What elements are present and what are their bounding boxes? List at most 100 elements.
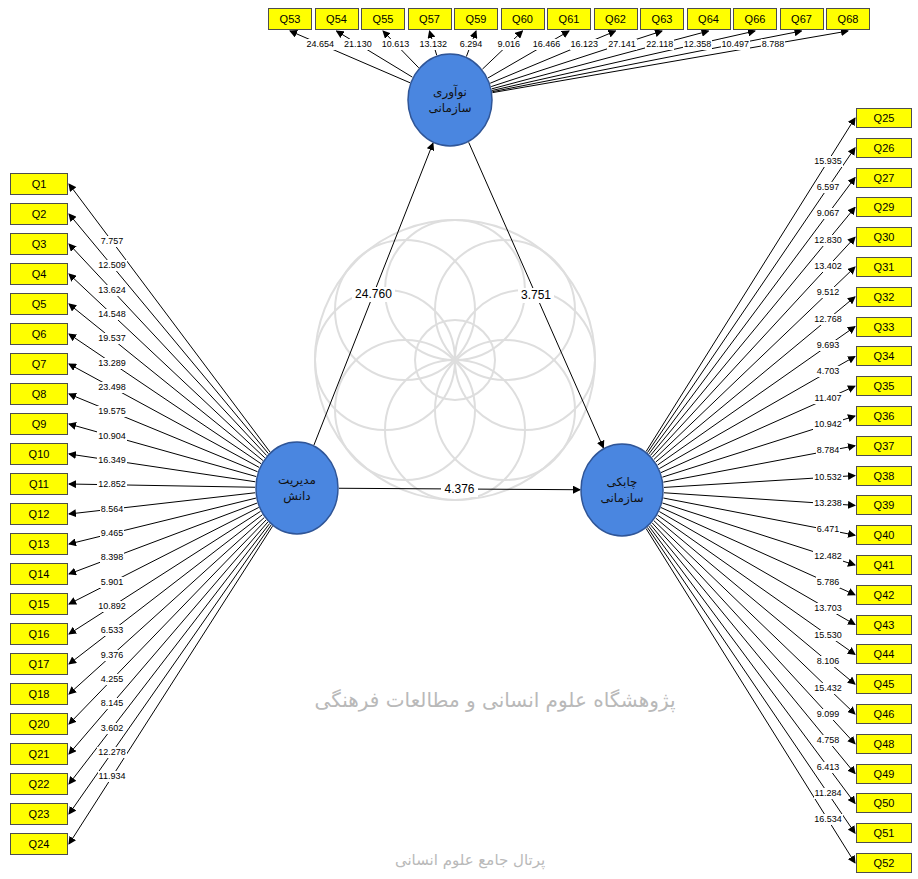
- loading-arrow: [658, 515, 855, 654]
- loading-arrow: [492, 31, 709, 89]
- item-code: Q33: [874, 321, 895, 333]
- latent-circle: نوآوری سازمانی: [407, 53, 493, 147]
- construct-name: مدیریت دانش: [268, 472, 326, 504]
- t-value: 6.597: [816, 182, 841, 193]
- indicator-box: Q10: [10, 443, 68, 465]
- indicator-box: Q35: [856, 376, 912, 396]
- item-code: Q64: [698, 13, 719, 25]
- t-value: 9.067: [816, 208, 841, 219]
- t-value: 3.602: [100, 723, 125, 734]
- loading-arrow: [656, 297, 855, 462]
- t-value: 8.564: [100, 504, 125, 515]
- t-value: 9.465: [100, 528, 125, 539]
- t-value: 5.786: [816, 577, 841, 588]
- t-value: 22.118: [645, 39, 674, 50]
- item-code: Q23: [29, 808, 50, 820]
- indicator-box: Q6: [10, 323, 68, 345]
- item-code: Q41: [874, 559, 895, 571]
- indicator-box: Q68: [826, 8, 870, 30]
- indicator-box: Q25: [856, 108, 912, 128]
- t-value: 9.099: [816, 709, 841, 720]
- t-value: 10.892: [97, 601, 127, 612]
- item-code: Q59: [466, 13, 487, 25]
- loading-arrow: [492, 31, 848, 93]
- t-value: 23.498: [97, 382, 127, 393]
- indicator-box: Q48: [856, 734, 912, 754]
- item-code: Q48: [874, 738, 895, 750]
- t-value: 19.537: [97, 333, 127, 344]
- item-code: Q12: [29, 508, 50, 520]
- loading-arrow: [482, 31, 522, 69]
- indicator-box: Q27: [856, 168, 912, 188]
- loading-arrow: [652, 523, 855, 744]
- item-code: Q17: [29, 658, 50, 670]
- loading-arrow: [663, 446, 855, 482]
- indicator-box: Q13: [10, 533, 68, 555]
- loading-arrow: [69, 524, 270, 784]
- item-code: Q51: [874, 827, 895, 839]
- indicator-box: Q36: [856, 406, 912, 426]
- loading-arrow: [69, 526, 273, 844]
- indicator-box: Q62: [594, 8, 638, 30]
- indicator-box: Q22: [10, 773, 68, 795]
- indicator-box: Q60: [501, 8, 545, 30]
- indicator-box: Q24: [10, 833, 68, 855]
- t-value: 15.935: [813, 156, 843, 167]
- t-value: 14.548: [97, 309, 127, 320]
- loading-arrow: [662, 503, 855, 565]
- item-code: Q3: [32, 238, 47, 250]
- loading-arrow: [69, 334, 261, 464]
- indicator-box: Q37: [856, 436, 912, 456]
- indicator-box: Q7: [10, 353, 68, 375]
- loading-arrow: [69, 525, 271, 814]
- loading-arrow: [650, 207, 855, 455]
- path-arrow: [469, 142, 604, 448]
- indicator-box: Q43: [856, 615, 912, 635]
- t-value: 21.130: [343, 39, 373, 50]
- item-code: Q45: [874, 678, 895, 690]
- indicator-box: Q16: [10, 623, 68, 645]
- t-value: 7.757: [100, 236, 125, 247]
- item-code: Q36: [874, 410, 895, 422]
- t-value: 10.532: [813, 472, 843, 483]
- loading-arrow: [659, 356, 855, 468]
- latent-circle: چابکی سازمانی: [580, 443, 664, 537]
- circle-outline: [255, 441, 339, 535]
- circle-outline: [580, 443, 664, 537]
- loading-arrow: [650, 525, 855, 774]
- t-value: 16.123: [570, 39, 600, 50]
- indicator-box: Q18: [10, 683, 68, 705]
- indicator-box: Q41: [856, 555, 912, 575]
- loading-arrow: [69, 244, 267, 456]
- t-value: 8.106: [816, 656, 841, 667]
- item-code: Q8: [32, 388, 47, 400]
- t-value: 10.942: [813, 419, 843, 430]
- item-code: Q5: [32, 298, 47, 310]
- indicator-box: Q61: [547, 8, 591, 30]
- t-value: 5.901: [100, 577, 125, 588]
- indicator-box: Q1: [10, 173, 68, 195]
- item-code: Q54: [326, 13, 347, 25]
- loading-arrow: [69, 424, 256, 477]
- indicator-box: Q51: [856, 823, 912, 843]
- loading-arrow: [492, 31, 755, 90]
- t-value: 24.654: [305, 39, 335, 50]
- item-code: Q9: [32, 418, 47, 430]
- indicator-box: Q11: [10, 473, 68, 495]
- t-value: 12.509: [97, 260, 127, 271]
- t-value: 13.703: [813, 603, 843, 614]
- indicator-box: Q38: [856, 466, 912, 486]
- path-arrow: [314, 143, 433, 445]
- indicator-box: Q54: [315, 8, 359, 30]
- loading-arrow: [488, 31, 569, 78]
- indicator-box: Q15: [10, 593, 68, 615]
- indicator-box: Q4: [10, 263, 68, 285]
- indicator-box: Q17: [10, 653, 68, 675]
- loading-arrow: [490, 31, 615, 83]
- t-value: 10.904: [97, 431, 127, 442]
- item-code: Q50: [874, 797, 895, 809]
- indicator-box: Q59: [454, 8, 498, 30]
- t-value: 13.132: [419, 39, 449, 50]
- item-code: Q49: [874, 768, 895, 780]
- item-code: Q27: [874, 172, 895, 184]
